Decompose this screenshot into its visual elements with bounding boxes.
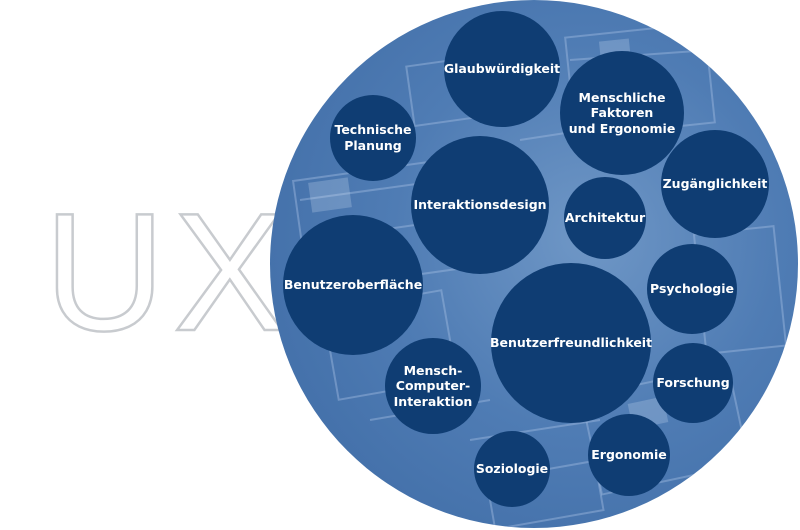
ux-title: UX (44, 188, 293, 356)
topic-architektur: Architektur (564, 177, 646, 259)
topic-psychologie: Psychologie (647, 244, 737, 334)
topic-zugaenglichkeit: Zugänglichkeit (661, 130, 769, 238)
topic-technische-planung: Technische Planung (330, 95, 416, 181)
topic-glaubwuerdigkeit: Glaubwürdigkeit (444, 11, 560, 127)
topic-benutzerfreundlichkeit: Benutzerfreundlichkeit (491, 263, 651, 423)
topic-ergonomie: Ergonomie (588, 414, 670, 496)
topic-menschliche-faktoren: Menschliche Faktoren und Ergonomie (560, 51, 684, 175)
topic-forschung: Forschung (653, 343, 733, 423)
topic-mensch-computer-interaktion: Mensch- Computer- Interaktion (385, 338, 481, 434)
topic-benutzeroberflaeche: Benutzeroberfläche (283, 215, 423, 355)
topic-interaktionsdesign: Interaktionsdesign (411, 136, 549, 274)
topic-soziologie: Soziologie (474, 431, 550, 507)
